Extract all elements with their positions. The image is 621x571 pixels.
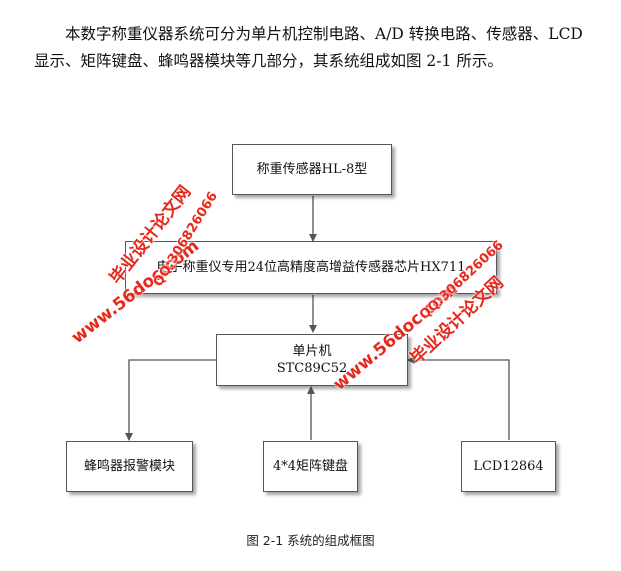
lcd-box: LCD12864	[461, 441, 556, 492]
lcd-label: LCD12864	[473, 459, 544, 474]
keypad-label: 4*4矩阵键盘	[272, 459, 349, 474]
sensor-label: 称重传感器HL-8型	[256, 162, 368, 177]
adc-box: 电子称重仪专用24位高精度高增益传感器芯片HX711	[125, 241, 497, 294]
buzzer-box: 蜂鸣器报警模块	[66, 441, 193, 492]
mcu-box: 单片机 STC89C52	[216, 334, 408, 386]
mcu-label-line2: STC89C52	[276, 361, 348, 376]
mcu-label-line1: 单片机	[292, 344, 332, 359]
body-paragraph: 本数字称重仪器系统可分为单片机控制电路、A/D 转换电路、传感器、LCD 显示、…	[34, 25, 583, 70]
sensor-box: 称重传感器HL-8型	[232, 144, 392, 195]
buzzer-label: 蜂鸣器报警模块	[83, 459, 175, 474]
arrow-lcd-to-mcu	[407, 356, 510, 440]
adc-label: 电子称重仪专用24位高精度高增益传感器芯片HX711	[156, 260, 466, 275]
arrow-mcu-to-buzzer	[125, 359, 216, 441]
keypad-box: 4*4矩阵键盘	[263, 441, 358, 492]
figure-caption: 图 2-1 系统的组成框图	[246, 533, 375, 548]
